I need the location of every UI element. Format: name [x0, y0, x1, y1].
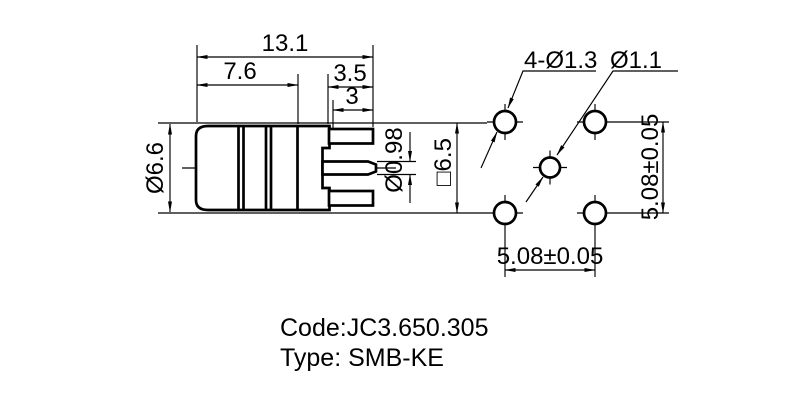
dim-body-length-label: 7.6	[223, 58, 256, 85]
dim-body-diameter-label: Ø6.6	[142, 142, 169, 194]
dim-pitch-horizontal-label: 5.08±0.05	[497, 243, 604, 270]
hole-top-left	[492, 109, 518, 135]
hole-top-right	[582, 109, 608, 135]
body-ring-grooves	[237, 126, 299, 210]
hole-center	[538, 156, 562, 179]
side-view: 13.1 7.6 3.5 3 Ø6.6 Ø0.98 □6.5	[142, 30, 487, 214]
part-code-text: Code:JC3.650.305	[280, 314, 488, 342]
dim-pitch-vertical-label: 5.08±0.05	[637, 114, 664, 221]
dim-flange-square-label: □6.5	[430, 138, 457, 186]
leader-lines	[480, 70, 678, 203]
footprint-view: 4-Ø1.3 Ø1.1 5.08±0.05 5.08±0.05	[480, 47, 678, 277]
dim-center-hole-label: Ø1.1	[610, 47, 662, 74]
top-leg-profile	[327, 127, 375, 145]
notes: Code:JC3.650.305 Type: SMB-KE	[280, 314, 488, 372]
connector-body	[194, 124, 331, 212]
dimension-lines	[504, 121, 665, 272]
hole-bottom-left	[492, 200, 518, 226]
dim-corner-holes-label: 4-Ø1.3	[524, 47, 597, 74]
bottom-leg-profile	[327, 189, 375, 207]
dim-leg-offset-label: 3.5	[333, 60, 366, 87]
dimension-lines	[168, 55, 459, 214]
part-type-text: Type: SMB-KE	[280, 344, 444, 372]
dim-total-length-label: 13.1	[262, 30, 309, 57]
dim-leg-length-label: 3	[345, 83, 358, 110]
dim-pin-diameter-label: Ø0.98	[381, 127, 408, 192]
center-pin-profile	[321, 160, 378, 176]
hole-bottom-right	[582, 200, 608, 226]
